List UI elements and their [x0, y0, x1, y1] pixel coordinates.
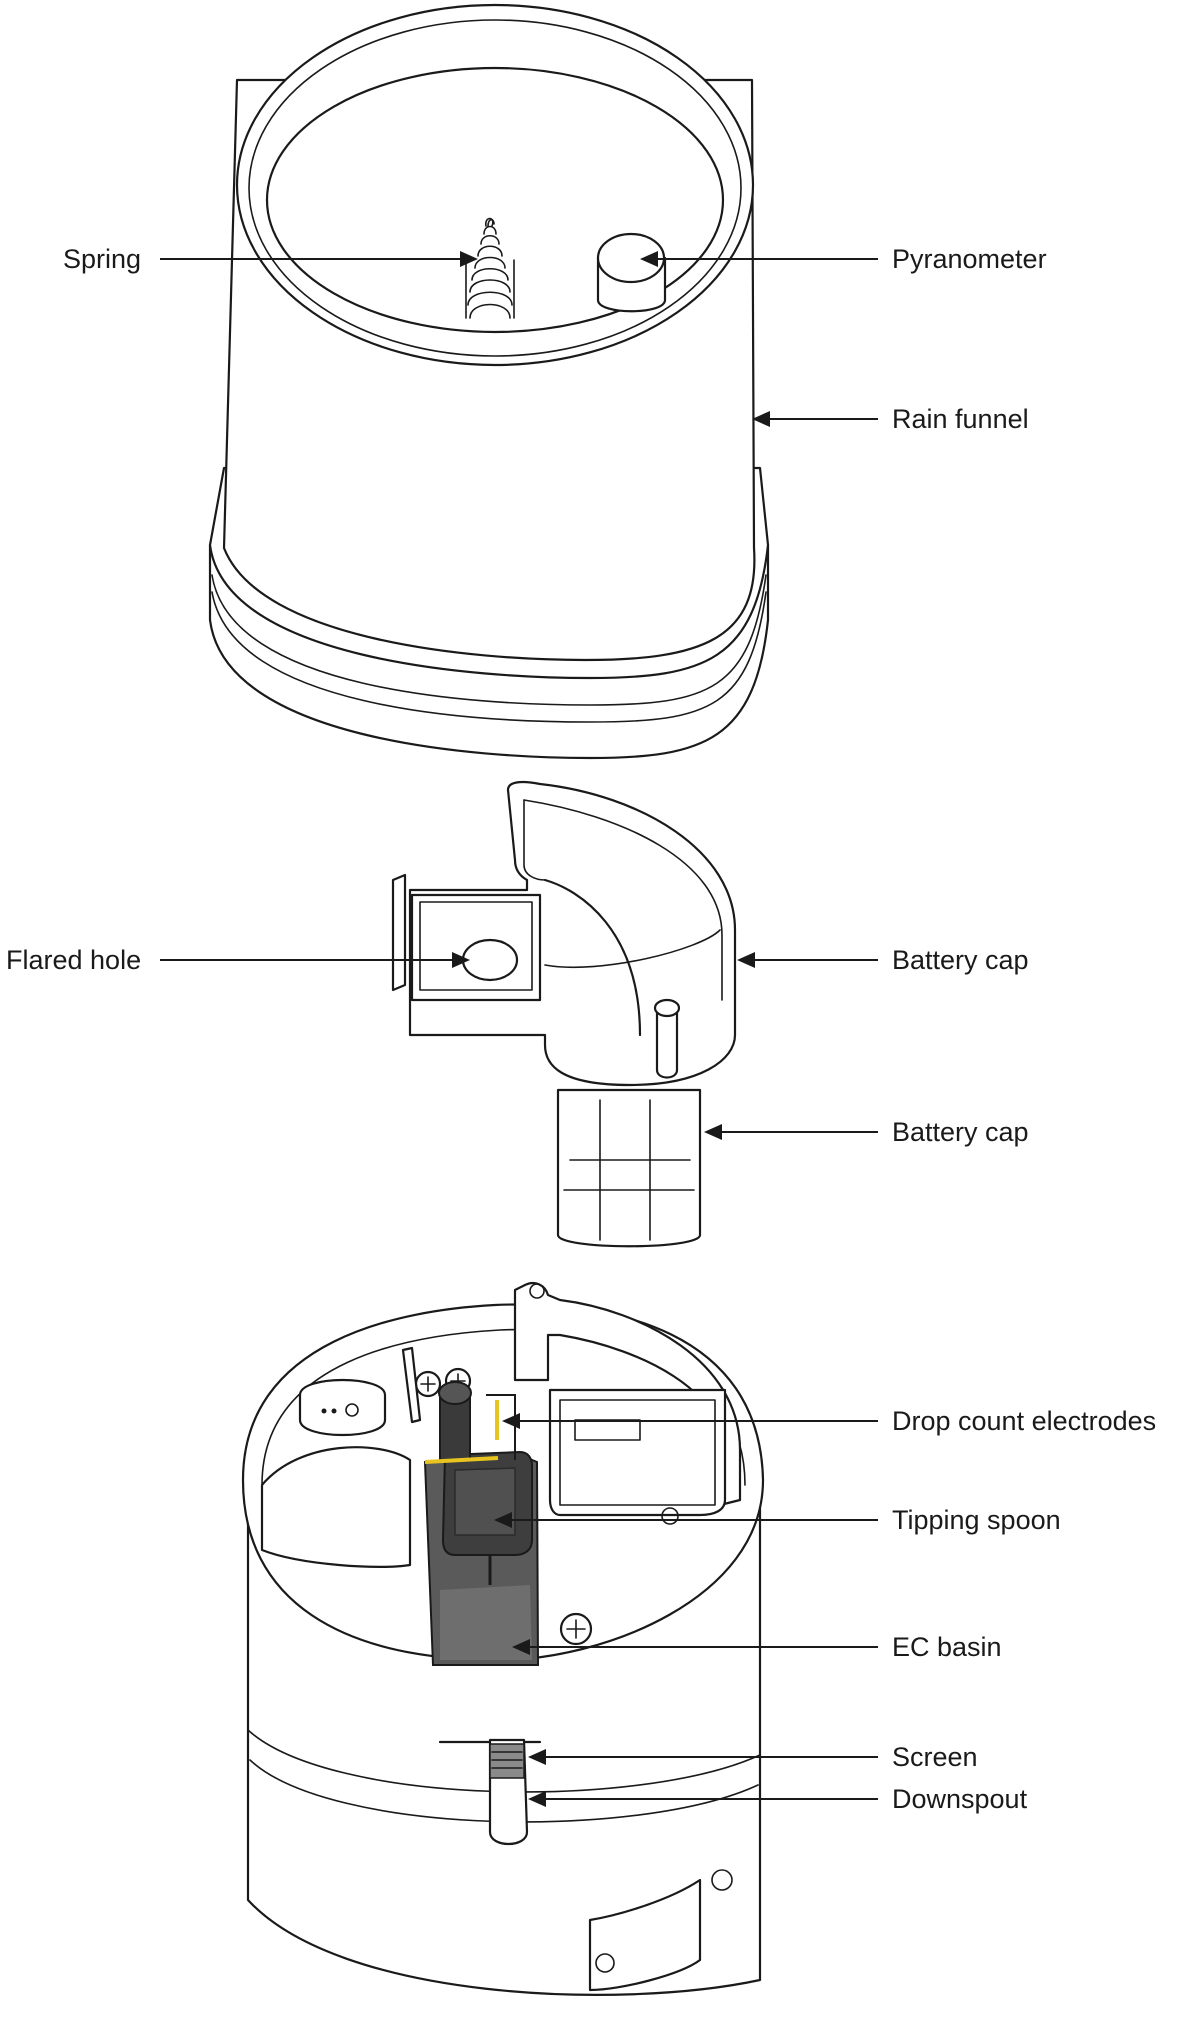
- callout-tipping-spoon: Tipping spoon: [494, 1505, 1061, 1535]
- tipping-spoon-assembly: [423, 1381, 540, 1666]
- callout-screen: Screen: [528, 1742, 978, 1772]
- downspout-label: Downspout: [892, 1784, 1028, 1814]
- pyranometer-part: [596, 232, 667, 313]
- tipping-spoon-label: Tipping spoon: [892, 1505, 1061, 1535]
- callout-battery-cap-2: Battery cap: [704, 1117, 1029, 1147]
- pyranometer-label: Pyranometer: [892, 244, 1047, 274]
- spring-label: Spring: [63, 244, 141, 274]
- callout-battery-cap-1: Battery cap: [737, 945, 1029, 975]
- ec-basin-label: EC basin: [892, 1632, 1002, 1662]
- battery-cap-drawing: [391, 780, 737, 1248]
- callout-downspout: Downspout: [528, 1784, 1028, 1814]
- battery-cap-label-1: Battery cap: [892, 945, 1029, 975]
- downspout-part: [438, 1738, 542, 1845]
- callout-ec-basin: EC basin: [512, 1632, 1002, 1662]
- battery-cap-label-2: Battery cap: [892, 1117, 1029, 1147]
- callout-drop-count-electrodes: Drop count electrodes: [502, 1406, 1156, 1436]
- callout-spring: Spring: [63, 244, 478, 274]
- callout-rain-funnel: Rain funnel: [752, 404, 1029, 434]
- flared-hole-label: Flared hole: [6, 945, 141, 975]
- screen-label: Screen: [892, 1742, 978, 1772]
- rain-funnel-label: Rain funnel: [892, 404, 1029, 434]
- callout-pyranometer: Pyranometer: [640, 244, 1047, 274]
- callout-flared-hole: Flared hole: [6, 945, 470, 975]
- rain-funnel-drawing: [208, 3, 770, 760]
- drop-count-electrodes-label: Drop count electrodes: [892, 1406, 1156, 1436]
- spring-part: [465, 217, 515, 319]
